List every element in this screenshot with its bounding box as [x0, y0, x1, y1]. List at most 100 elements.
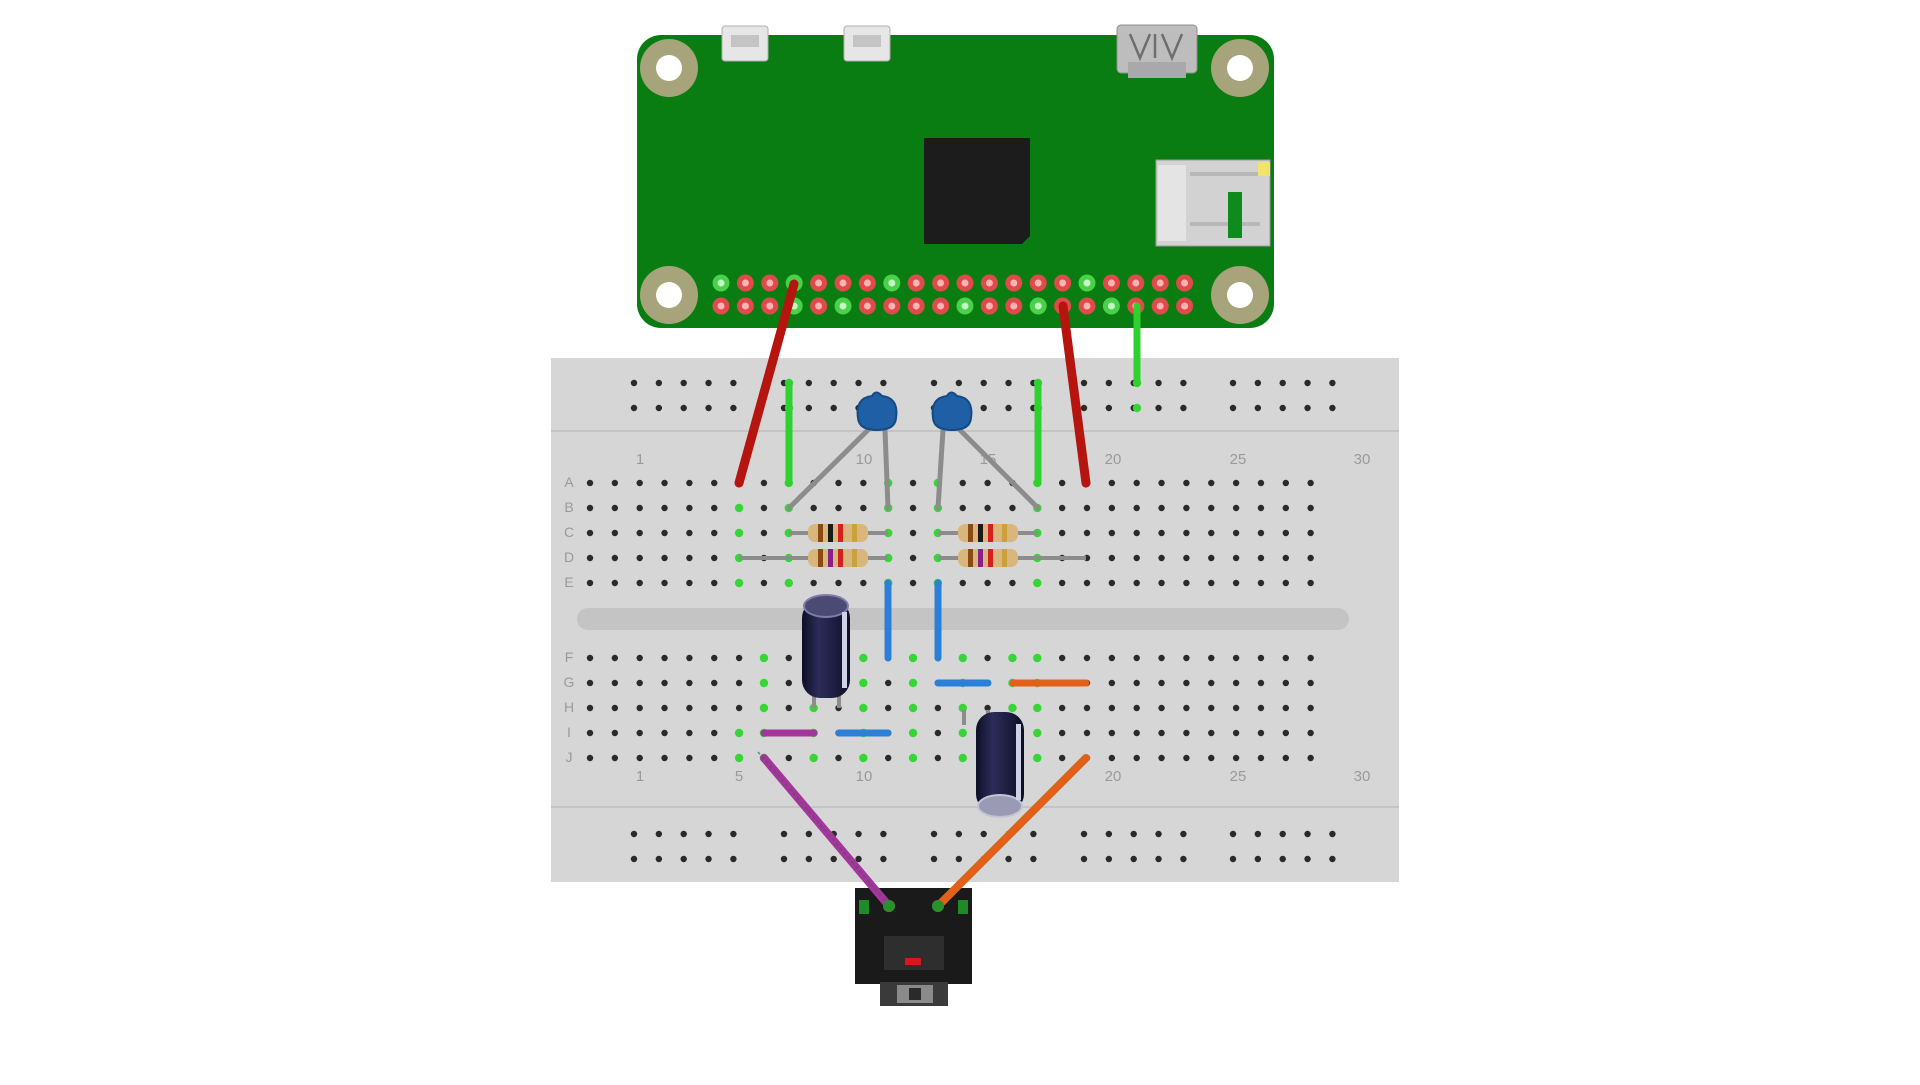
- connected-hole: [784, 528, 793, 538]
- breadboard-hole: [711, 504, 718, 512]
- breadboard-hole: [1158, 729, 1165, 737]
- micro-usb-port-1: [721, 25, 769, 62]
- micro-sd-slot: [1155, 159, 1271, 247]
- breadboard-hole: [661, 529, 668, 537]
- power-rail-hole: [1130, 855, 1137, 863]
- gpio-pin-hole: [839, 279, 847, 287]
- breadboard-hole: [1108, 654, 1116, 662]
- power-rail-hole: [705, 855, 712, 863]
- gpio-pin-hole: [1132, 279, 1140, 287]
- power-rail-hole: [705, 830, 712, 838]
- breadboard-hole: [1232, 529, 1240, 537]
- gpio-pin-hole: [815, 279, 823, 287]
- power-rail-hole: [805, 855, 813, 863]
- gpio-pin-hole: [766, 279, 774, 287]
- connected-hole: [1033, 653, 1042, 663]
- breadboard-hole: [636, 479, 643, 487]
- power-rail-hole: [1105, 830, 1113, 838]
- breadboard-hole: [1158, 579, 1165, 587]
- power-rail-hole: [680, 379, 687, 387]
- row-label-g: G: [564, 674, 575, 690]
- power-rail-hole: [1180, 379, 1187, 387]
- breadboard-hole: [1108, 479, 1116, 487]
- power-rail-hole: [705, 379, 712, 387]
- power-rail-hole: [855, 855, 862, 863]
- power-rail-hole: [830, 379, 837, 387]
- row-label-f: F: [565, 649, 574, 665]
- power-rail-hole: [980, 404, 987, 412]
- breadboard-hole: [1282, 554, 1290, 562]
- breadboard-hole: [686, 704, 693, 712]
- column-label-20-top: 20: [1105, 451, 1122, 468]
- power-rail-hole: [1080, 379, 1088, 387]
- raspberry-pi-zero-board: [637, 24, 1274, 328]
- row-label-h: H: [564, 699, 574, 715]
- connected-hole: [1033, 703, 1042, 713]
- power-rail-hole: [1105, 379, 1113, 387]
- power-rail-hole: [655, 855, 663, 863]
- breadboard-hole: [735, 704, 743, 712]
- breadboard-hole: [1208, 754, 1215, 762]
- power-rail-hole: [1180, 855, 1187, 863]
- gpio-pin-hole: [1083, 279, 1091, 287]
- breadboard-hole: [586, 654, 594, 662]
- connected-hole: [958, 653, 967, 663]
- wire-gray-cap1-leg1: [786, 427, 871, 511]
- mounting-hole-bottom-left: [640, 266, 698, 324]
- power-rail-hole: [1005, 855, 1012, 863]
- breadboard-hole: [1208, 579, 1215, 587]
- power-rail-hole: [1279, 379, 1286, 387]
- breadboard-hole: [1208, 554, 1215, 562]
- row-label-e: E: [564, 574, 573, 590]
- wire-red-left: [734, 279, 799, 488]
- power-rail-hole: [955, 830, 963, 838]
- breadboard-hole: [885, 754, 892, 762]
- power-rail-hole: [1254, 830, 1262, 838]
- connected-hole: [884, 528, 893, 538]
- connected-hole: [859, 678, 868, 688]
- breadboard-hole: [1083, 704, 1091, 712]
- power-rail-hole: [730, 379, 737, 387]
- power-rail-hole: [1130, 830, 1137, 838]
- wire-gray-cap2-leg1: [935, 427, 946, 511]
- connected-hole: [734, 753, 744, 763]
- power-rail-hole: [930, 855, 938, 863]
- gpio-pin-hole: [1181, 302, 1189, 310]
- connected-hole: [734, 503, 744, 513]
- breadboard-hole: [1257, 729, 1265, 737]
- breadboard-hole: [1307, 554, 1314, 562]
- breadboard-hole: [586, 479, 594, 487]
- breadboard-hole: [711, 479, 718, 487]
- power-rail-hole: [655, 404, 663, 412]
- connected-hole: [908, 678, 918, 688]
- breadboard-hole: [860, 579, 867, 587]
- breadboard-hole: [1058, 529, 1066, 537]
- breadboard-hole: [1208, 704, 1215, 712]
- connected-hole: [784, 578, 793, 588]
- breadboard-hole: [661, 704, 668, 712]
- breadboard-hole: [661, 554, 668, 562]
- breadboard-hole: [686, 679, 693, 687]
- power-rail-hole: [1279, 830, 1286, 838]
- connected-hole: [933, 528, 943, 538]
- breadboard-hole: [611, 479, 619, 487]
- breadboard-hole: [1232, 754, 1240, 762]
- breadboard-hole: [1208, 529, 1215, 537]
- breadboard-hole: [1183, 679, 1190, 687]
- breadboard-hole: [1108, 504, 1116, 512]
- power-rail-hole: [1229, 404, 1237, 412]
- breadboard-hole: [1232, 704, 1240, 712]
- electrolytic-capacitor-2: [962, 710, 1024, 818]
- breadboard-hole: [1282, 679, 1290, 687]
- breadboard-hole: [835, 754, 842, 762]
- gpio-pin-hole: [1034, 279, 1042, 287]
- gpio-pin-hole: [1107, 302, 1115, 310]
- breadboard-hole: [611, 704, 619, 712]
- breadboard-hole: [636, 754, 643, 762]
- breadboard-hole: [1158, 529, 1165, 537]
- breadboard-hole: [1058, 479, 1066, 487]
- gpio-pin-hole: [717, 279, 725, 287]
- breadboard-hole: [711, 654, 718, 662]
- connected-hole: [859, 753, 868, 763]
- gpio-pin-hole: [1107, 279, 1115, 287]
